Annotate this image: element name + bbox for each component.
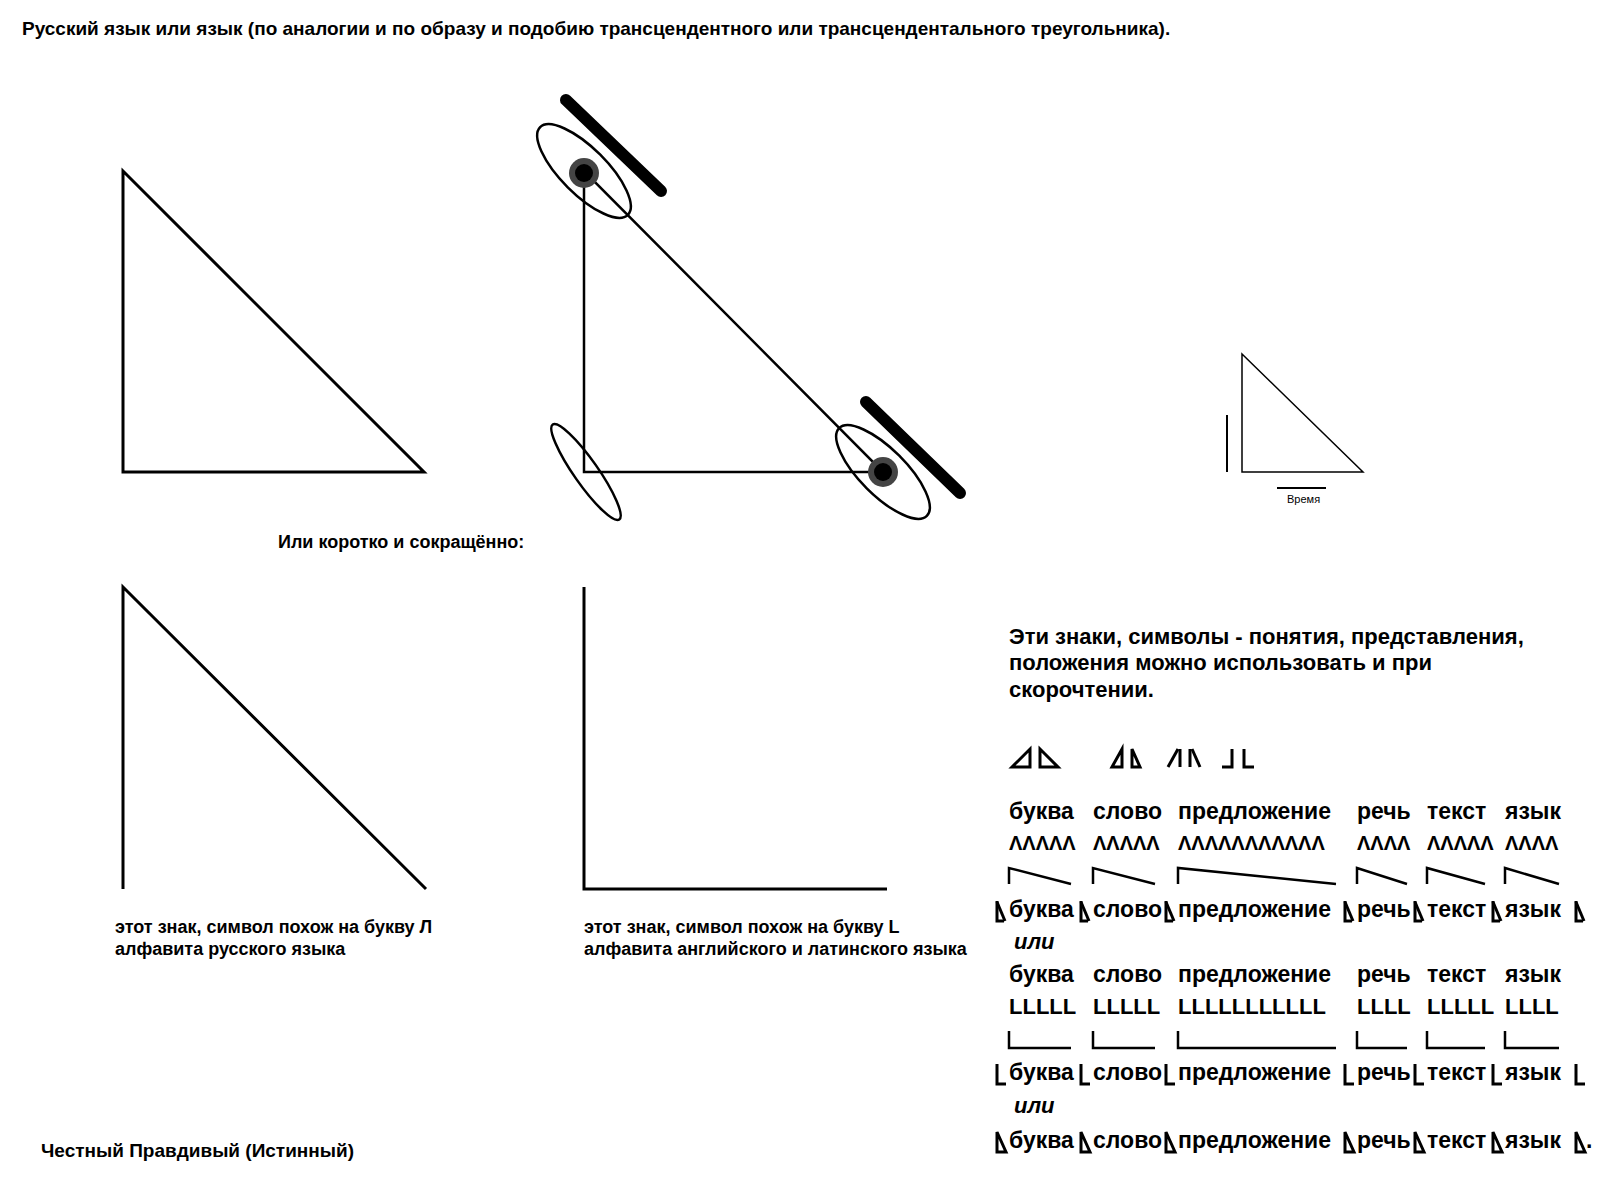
brow — [866, 402, 960, 493]
label: LLLL — [1505, 994, 1559, 1020]
label: . — [1586, 1127, 1592, 1155]
label: Или коротко и сокращённо: — [278, 532, 524, 554]
label: буква — [1009, 896, 1074, 924]
label: или — [1014, 929, 1055, 955]
l-sign — [584, 587, 887, 889]
label: язык — [1505, 1059, 1561, 1087]
brow — [566, 100, 661, 191]
label: этот знак, символ похож на букву Л алфав… — [115, 917, 460, 960]
label: текст — [1427, 1127, 1486, 1155]
label: буква — [1009, 1059, 1074, 1087]
label: предложение — [1178, 896, 1331, 924]
label: язык — [1505, 798, 1561, 826]
triangle — [123, 171, 424, 472]
label: предложение — [1178, 1127, 1331, 1155]
label: речь — [1357, 961, 1411, 989]
label: ΛΛΛΛΛ — [1009, 831, 1076, 855]
label: текст — [1427, 1059, 1486, 1087]
label: LLLLL — [1093, 994, 1160, 1020]
pupil — [874, 463, 892, 481]
eye — [823, 412, 943, 532]
label: текст — [1427, 961, 1486, 989]
label: язык — [1505, 896, 1561, 924]
pupil — [569, 158, 599, 188]
label: LLLLL — [1009, 994, 1076, 1020]
label: ΛΛΛΛΛ — [1093, 831, 1160, 855]
label: язык — [1505, 961, 1561, 989]
label: предложение — [1178, 961, 1331, 989]
label: LLLL — [1357, 994, 1411, 1020]
label: слово — [1093, 1127, 1162, 1155]
label: LLLLLLLLLLL — [1178, 994, 1326, 1020]
label: речь — [1357, 1059, 1411, 1087]
triangle-eyes — [584, 171, 883, 472]
label: речь — [1357, 798, 1411, 826]
label: или — [1014, 1093, 1055, 1119]
label: буква — [1009, 798, 1074, 826]
label: слово — [1093, 961, 1162, 989]
label: Честный Правдивый (Истинный) — [41, 1140, 354, 1163]
eye — [524, 111, 644, 231]
label: ΛΛΛΛΛ — [1427, 831, 1494, 855]
label: предложение — [1178, 798, 1331, 826]
pupil — [868, 457, 898, 487]
time-bar — [1277, 487, 1326, 489]
label: LLLLL — [1427, 994, 1494, 1020]
title: Русский язык или язык (по аналогии и по … — [22, 18, 1170, 41]
label: слово — [1093, 1059, 1162, 1087]
label: текст — [1427, 798, 1486, 826]
label: буква — [1009, 1127, 1074, 1155]
wedge-lines — [1009, 868, 1559, 1048]
label: предложение — [1178, 1059, 1331, 1087]
label: этот знак, символ похож на букву L алфав… — [584, 917, 984, 960]
label: слово — [1093, 896, 1162, 924]
pupil — [575, 164, 593, 182]
label: Эти знаки, символы - понятия, представле… — [1009, 624, 1569, 703]
scale-mark — [1226, 415, 1228, 472]
small-triangle — [1242, 354, 1363, 472]
label: речь — [1357, 896, 1411, 924]
label: ΛΛΛΛΛΛΛΛΛΛΛ — [1178, 831, 1325, 855]
label: речь — [1357, 1127, 1411, 1155]
separators — [997, 901, 1585, 1152]
label: Время — [1287, 493, 1320, 506]
lambda-sign — [123, 587, 426, 889]
label: ΛΛΛΛ — [1357, 831, 1410, 855]
label: слово — [1093, 798, 1162, 826]
label: буква — [1009, 961, 1074, 989]
label: текст — [1427, 896, 1486, 924]
symbol-row — [1012, 749, 1254, 767]
label: язык — [1505, 1127, 1561, 1155]
label: ΛΛΛΛ — [1505, 831, 1558, 855]
closed-eye — [543, 418, 629, 527]
